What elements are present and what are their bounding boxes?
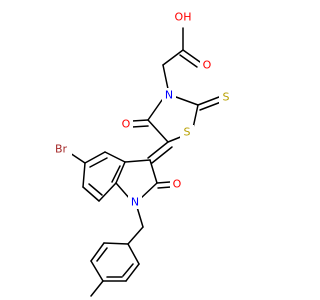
bond-ch2-ar — [127, 226, 144, 245]
atom-thione-sulfur: S — [219, 90, 233, 104]
bond-tolyl-2 — [125, 263, 140, 282]
bond-c-ch2 — [162, 49, 184, 66]
bond-n1-c7a — [115, 182, 131, 200]
atom-thiazolidine-nitrogen: N — [162, 88, 176, 102]
atom-bromine: Br — [50, 142, 72, 156]
svg-text:OH: OH — [175, 11, 192, 24]
svg-text:O: O — [203, 59, 212, 72]
bond-c-o-double-2 — [179, 54, 198, 68]
bond-tolyl-inner-2 — [96, 247, 108, 262]
bond-exocyclic-2 — [151, 146, 173, 164]
bond-c5-c4 — [147, 119, 169, 143]
bond-tolyl-5 — [90, 242, 105, 262]
bond-c2-n1 — [139, 182, 158, 200]
bond-c3-c2 — [149, 159, 158, 184]
molecule-structure: OH O N S S O Br O — [50, 9, 233, 297]
svg-text:Br: Br — [55, 143, 68, 156]
bond-c6-c7 — [82, 186, 100, 202]
bond-c4-o-2 — [131, 125, 149, 128]
atom-lactam-oxygen: O — [170, 177, 184, 191]
bond-aromatic-inner-2 — [88, 183, 103, 196]
svg-text:O: O — [122, 118, 131, 131]
svg-text:N: N — [165, 89, 173, 102]
svg-text:N: N — [131, 196, 139, 209]
bond-c3a-c4 — [104, 151, 126, 163]
bond-c7-c7a — [98, 182, 117, 202]
bond-c2-s-thione-2 — [199, 101, 222, 111]
atom-label-layer: OH O N S S O Br O — [50, 9, 233, 209]
svg-text:S: S — [184, 126, 191, 139]
bond-c2-s-thione-1 — [197, 96, 220, 106]
bond-exocyclic-1 — [147, 141, 169, 159]
bond-n1-ch2 — [136, 206, 144, 228]
bond-c7a-c3a — [115, 161, 126, 184]
bond-aromatic-inner-1 — [89, 157, 108, 168]
bond-c5-br — [69, 152, 86, 164]
atom-hydroxyl: OH — [171, 9, 195, 24]
bond-tolyl-1 — [127, 243, 140, 265]
bond-ch2-n — [162, 64, 169, 90]
bond-layer — [69, 27, 222, 297]
bond-c2-o-1 — [156, 181, 171, 184]
bond-n-c2 — [175, 96, 199, 106]
svg-text:O: O — [173, 178, 182, 191]
atom-ring-carbonyl-oxygen: O — [119, 117, 133, 131]
bond-tolyl-methyl — [90, 280, 104, 297]
bond-c4-n — [147, 99, 163, 121]
bond-c-o-double-1 — [182, 49, 201, 63]
bond-tolyl-4 — [90, 260, 104, 282]
bond-c4-o-1 — [131, 119, 149, 122]
bond-c2-s1 — [192, 104, 199, 129]
svg-text:S: S — [223, 91, 230, 104]
atom-ring-sulfur: S — [180, 125, 194, 139]
bond-tolyl-6 — [103, 242, 129, 245]
bond-aromatic-inner-3 — [111, 165, 121, 183]
bond-tolyl-inner-1 — [122, 263, 134, 277]
bond-c5-c6 — [82, 162, 86, 188]
bond-c3a-c3 — [124, 159, 151, 163]
bond-c4-c5 — [84, 151, 106, 164]
bond-c2-o-2 — [157, 186, 172, 189]
atom-acid-carbonyl-oxygen: O — [200, 58, 214, 72]
atom-indoline-nitrogen: N — [128, 195, 142, 209]
